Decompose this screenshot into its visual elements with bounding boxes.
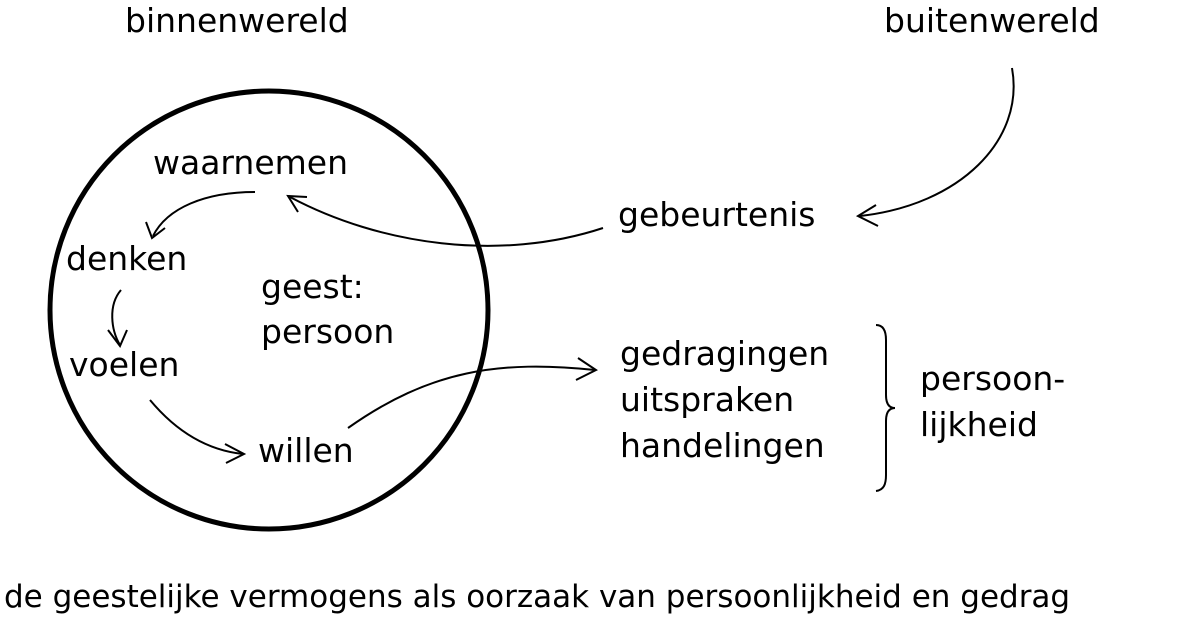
arrow-will-to-behaviour [347, 365, 596, 429]
arrow-event-to-perceive [289, 196, 604, 247]
arrowhead-feel-to-will [224, 443, 247, 464]
event-label: gebeurtenis [618, 195, 816, 234]
arrowhead-think-to-feel [107, 329, 128, 348]
arrowhead-will-to-behaviour [575, 357, 598, 381]
behaviour-label: gedragingen [620, 334, 830, 373]
arrowhead-perceive-to-think [145, 221, 166, 240]
arrowhead-outer-to-event [855, 204, 879, 227]
action-label: handelingen [620, 426, 825, 465]
think-label: denken [66, 239, 188, 278]
mind-label-line2: persoon [261, 312, 395, 351]
mind-label-line1: geest: [261, 267, 364, 306]
inner-world-label: binnenwereld [125, 1, 349, 40]
arrow-perceive-to-think [152, 191, 256, 237]
feel-label: voelen [69, 345, 180, 384]
personality-label-line2: lijkheid [920, 405, 1038, 444]
utterance-label: uitspraken [620, 380, 795, 419]
personality-brace [875, 324, 896, 492]
will-label: willen [258, 431, 354, 470]
diagram-caption: de geestelijke vermogens als oorzaak van… [4, 579, 1071, 615]
arrowhead-event-to-perceive [286, 194, 308, 213]
perceive-label: waarnemen [153, 143, 349, 182]
arrow-feel-to-will [149, 399, 244, 455]
outer-world-label: buitenwereld [884, 1, 1100, 40]
arrow-think-to-feel [111, 289, 122, 346]
personality-label-line1: persoon- [920, 359, 1066, 398]
arrow-outer-to-event [859, 67, 1015, 217]
mind-circle [47, 88, 491, 532]
